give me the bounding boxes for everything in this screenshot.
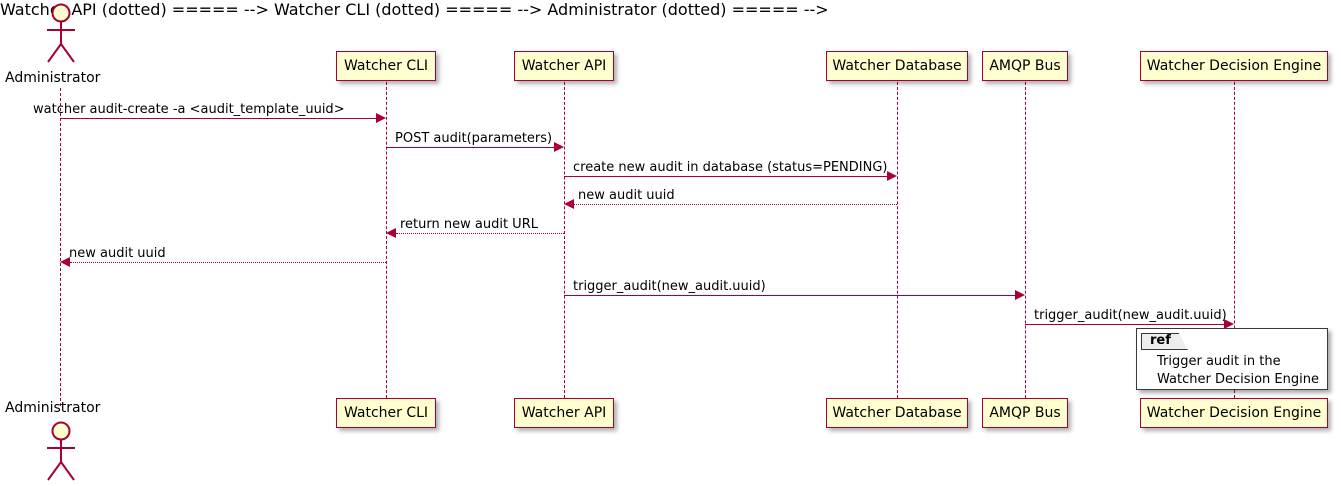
- participant-box-watcher-decision-engine-bottom[interactable]: Watcher Decision Engine: [1140, 398, 1328, 428]
- participant-label-watcher-cli-bottom: Watcher CLI: [343, 405, 429, 421]
- participant-label-amqp-bus-bottom: AMQP Bus: [989, 405, 1061, 421]
- message-label-4: new audit uuid: [578, 188, 675, 203]
- message-line-3: [564, 176, 887, 177]
- participant-box-watcher-api-top[interactable]: Watcher API: [514, 51, 614, 81]
- participant-label-watcher-decision-engine-top: Watcher Decision Engine: [1146, 58, 1322, 74]
- message-line-4: [574, 204, 897, 205]
- message-line-8: [1025, 324, 1224, 325]
- ref-fragment-tab-label: ref: [1141, 333, 1188, 350]
- arrow-head-7: [1015, 290, 1025, 300]
- arrow-head-6: [60, 257, 70, 267]
- message-label-5: return new audit URL: [400, 217, 538, 232]
- message-line-6: [70, 262, 386, 263]
- actor-administrator-bottom: [47, 421, 75, 481]
- lifeline-watcher-decision-engine: [1234, 82, 1235, 398]
- lifeline-watcher-database: [897, 82, 898, 398]
- participant-label-watcher-database-bottom: Watcher Database: [832, 405, 962, 421]
- message-line-1: [60, 118, 376, 119]
- arrow-head-8: [1224, 319, 1234, 329]
- ref-fragment-body: Trigger audit in the Watcher Decision En…: [1157, 353, 1319, 389]
- participant-box-watcher-api-bottom[interactable]: Watcher API: [514, 398, 614, 428]
- lifeline-administrator: [60, 88, 61, 406]
- lifeline-watcher-cli: [386, 82, 387, 398]
- participant-label-watcher-cli-top: Watcher CLI: [343, 58, 429, 74]
- ref-fragment-body-line-1: Trigger audit in the: [1157, 354, 1281, 369]
- message-label-7: trigger_audit(new_audit.uuid): [573, 279, 766, 294]
- arrow-head-3: [887, 171, 897, 181]
- actor-label-administrator-bottom: Administrator: [5, 400, 101, 416]
- participant-box-watcher-cli-bottom[interactable]: Watcher CLI: [336, 398, 436, 428]
- message-label-2: POST audit(parameters): [395, 131, 553, 146]
- arrow-head-5: [386, 228, 396, 238]
- message-line-5: [396, 233, 564, 234]
- participant-label-watcher-api-bottom: Watcher API: [521, 405, 607, 421]
- lifeline-watcher-api: [564, 82, 565, 398]
- participant-box-amqp-bus-bottom[interactable]: AMQP Bus: [982, 398, 1068, 428]
- message-line-2: [386, 147, 554, 148]
- participant-box-watcher-cli-top[interactable]: Watcher CLI: [336, 51, 436, 81]
- participant-box-amqp-bus-top[interactable]: AMQP Bus: [982, 51, 1068, 81]
- message-label-8: trigger_audit(new_audit.uuid): [1034, 308, 1227, 323]
- participant-label-watcher-decision-engine-bottom: Watcher Decision Engine: [1146, 405, 1322, 421]
- message-label-1: watcher audit-create -a <audit_template_…: [33, 102, 345, 117]
- lifeline-amqp-bus: [1025, 82, 1026, 398]
- participant-label-watcher-database-top: Watcher Database: [832, 58, 962, 74]
- participant-box-watcher-database-top[interactable]: Watcher Database: [826, 51, 968, 81]
- participant-label-amqp-bus-top: AMQP Bus: [989, 58, 1061, 74]
- message-label-6: new audit uuid: [69, 246, 166, 261]
- ref-fragment: ref Trigger audit in the Watcher Decisio…: [1136, 328, 1328, 390]
- participant-box-watcher-database-bottom[interactable]: Watcher Database: [826, 398, 968, 428]
- message-line-7: [564, 295, 1015, 296]
- arrow-head-1: [376, 113, 386, 123]
- actor-label-administrator-top: Administrator: [5, 70, 101, 86]
- participant-label-watcher-api-top: Watcher API: [521, 58, 607, 74]
- participant-box-watcher-decision-engine-top[interactable]: Watcher Decision Engine: [1140, 51, 1328, 81]
- actor-administrator-top: [47, 3, 75, 63]
- arrow-head-2: [554, 142, 564, 152]
- ref-fragment-body-line-2: Watcher Decision Engine: [1157, 372, 1319, 387]
- arrow-head-4: [564, 199, 574, 209]
- message-label-3: create new audit in database (status=PEN…: [573, 160, 888, 175]
